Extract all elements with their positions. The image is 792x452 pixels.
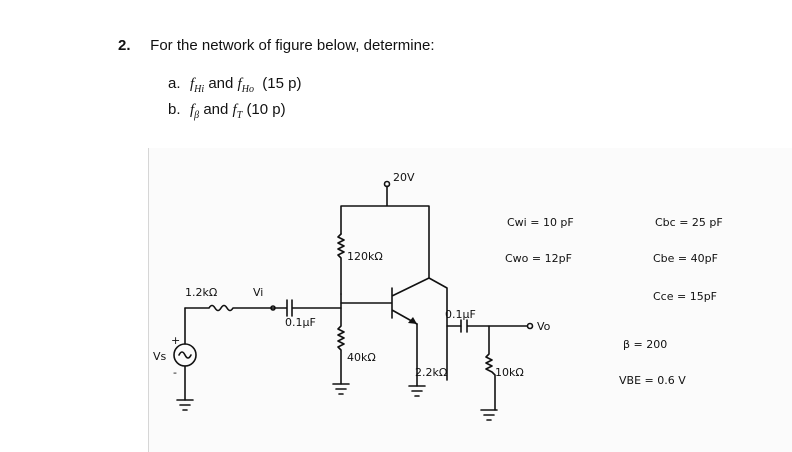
part-b-label: b.: [168, 101, 181, 118]
symbol-f-hi: fHi: [190, 76, 205, 95]
cin-capacitor: [272, 299, 342, 317]
source-resistor: [184, 304, 274, 312]
vs-label: Vs: [153, 350, 167, 363]
vo-label: Vo: [537, 320, 551, 333]
source-res-label: 1.2kΩ: [185, 286, 217, 299]
transistor: [340, 277, 430, 325]
r2-ground: [332, 383, 350, 395]
cout-capacitor: [460, 319, 528, 333]
rl-resistor: [485, 325, 496, 411]
circuit-figure: 20V 120kΩ 40kΩ 0.1μF Vo 2.2kΩ 10kΩ 1.2kΩ…: [148, 148, 792, 452]
symbol-f-ho: fHo: [237, 76, 254, 95]
question-number: 2.: [118, 37, 131, 54]
r1-resistor: [337, 233, 345, 295]
source-ground: [176, 399, 194, 411]
voltage-source: [173, 343, 197, 367]
question-parts: a. fHi and fHo (15 p) b. fβ and fT (10 p…: [168, 74, 301, 126]
emitter-arrow-icon: [408, 317, 417, 324]
r2-resistor: [337, 293, 345, 385]
part-a-points: (15 p): [262, 75, 302, 92]
vi-label: Vi: [253, 286, 263, 299]
part-b-body: fβ and fT (10 p): [190, 100, 286, 126]
symbol-f-beta: fβ: [190, 102, 200, 121]
param-cbc: Cbc = 25 pF: [655, 216, 723, 229]
cout-label: 0.1μF: [445, 308, 476, 321]
vo-terminal: [526, 322, 534, 330]
emitter-ground: [408, 385, 426, 397]
rl-ground: [480, 409, 498, 421]
r1-label: 120kΩ: [347, 250, 383, 263]
supply-label: 20V: [393, 171, 415, 184]
param-cbe: Cbe = 40pF: [653, 252, 718, 265]
ac-symbol-icon: [178, 351, 192, 359]
vs-plus: +: [171, 334, 180, 347]
param-cce: Cce = 15pF: [653, 290, 717, 303]
part-b-and: and: [203, 101, 229, 118]
collector-node: [428, 277, 462, 327]
param-vbe: VBE = 0.6 V: [619, 374, 686, 387]
param-cwo: Cwo = 12pF: [505, 252, 572, 265]
question-header: 2. For the network of figure below, dete…: [118, 37, 434, 54]
part-b-points: (10 p): [246, 101, 286, 118]
param-beta: β = 200: [623, 338, 667, 351]
question-text: For the network of figure below, determi…: [150, 37, 435, 54]
part-a-and: and: [208, 75, 234, 92]
r2-label: 40kΩ: [347, 351, 376, 364]
circuit-diagram: 20V 120kΩ 40kΩ 0.1μF Vo 2.2kΩ 10kΩ 1.2kΩ…: [153, 171, 723, 421]
part-a: a. fHi and fHo (15 p): [168, 74, 301, 100]
vs-minus: -: [173, 366, 177, 379]
symbol-f-t: fT: [232, 102, 243, 121]
rc-label: 2.2kΩ: [415, 366, 447, 379]
param-cwi: Cwi = 10 pF: [507, 216, 574, 229]
rl-label: 10kΩ: [495, 366, 524, 379]
part-b: b. fβ and fT (10 p): [168, 100, 301, 126]
cin-label: 0.1μF: [285, 316, 316, 329]
part-a-label: a.: [168, 75, 181, 92]
supply-rail: [340, 185, 430, 279]
part-a-body: fHi and fHo (15 p): [190, 74, 301, 100]
